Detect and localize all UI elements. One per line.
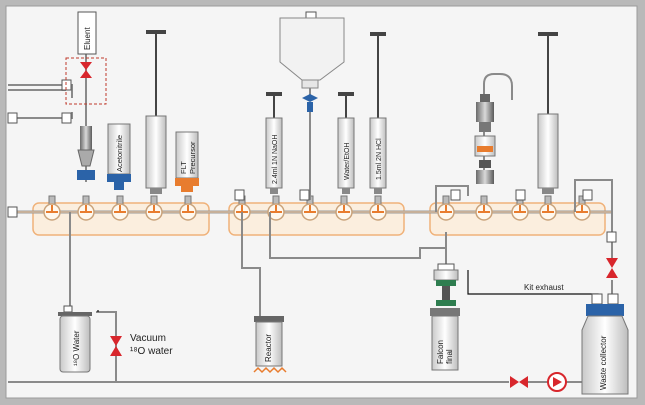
syringe-water-etoh: Water/EtOH [337,92,355,194]
vacuum-label-2: ¹⁸O water [130,346,173,357]
falcon-label-1: Falcon [436,340,445,364]
acetonitrile-vial: Acetonitrile [107,123,131,190]
flt-precursor-vial: FLT Precursor [175,131,199,192]
manifold-valve [145,195,163,221]
precursor-label-1: FLT [179,161,188,174]
kit-exhaust-label: Kit exhaust [524,283,564,292]
manifold-valve [335,195,353,221]
eluent-label: Eluent [83,27,92,50]
hcl-label: 1.5ml 2N HCl [376,138,383,180]
c18-cartridge [474,94,496,184]
manifold-valve [369,195,387,221]
eluent-cartridge: Eluent [77,11,97,55]
syringe-hcl: 1.5ml 2N HCl [369,32,387,194]
waste-collector-label: Waste collector [599,335,608,390]
vacuum-pump [547,372,567,392]
falcon-tube: Falcon final [430,263,460,371]
acetonitrile-label: Acetonitrile [115,135,124,172]
falcon-label-2: final [445,349,454,364]
manifold-valve [77,195,95,221]
exhaust-pinch-valve [510,376,528,388]
manifold-valve [111,195,129,221]
heater-coil [253,366,287,374]
eluent-valve-box [65,57,107,105]
reactor-label: Reactor [264,334,273,362]
water-bag [279,11,345,112]
waste-pinch-valve [606,258,618,278]
qma-cartridge [77,126,95,180]
manifold-valve [267,195,285,221]
syringe-left [145,30,167,194]
manifold-valve [43,195,61,221]
manifold-valve [437,195,455,221]
waste-collector: Waste collector [581,293,629,395]
o18-water-label: ¹⁸O Water [72,330,81,366]
eluent-pinch-valve [80,62,92,78]
vacuum-pinch-valve [110,336,122,356]
naoh-label: 2.4ml 1N NaOH [272,135,279,184]
water-etoh-label: Water/EtOH [344,143,351,180]
tubing [8,42,613,383]
syringe-naoh: 2.4ml 1N NaOH [265,92,283,194]
precursor-label-2: Precursor [188,141,197,174]
syringe-right [537,32,559,194]
vacuum-label-1: Vacuum [130,333,166,344]
manifold-valve [179,195,197,221]
manifold-valve [475,195,493,221]
manifold-valve [539,195,557,221]
reactor-vial: Reactor [253,316,287,374]
manifold-valve [573,195,591,221]
o18-water-vial: ¹⁸O Water [58,305,92,373]
